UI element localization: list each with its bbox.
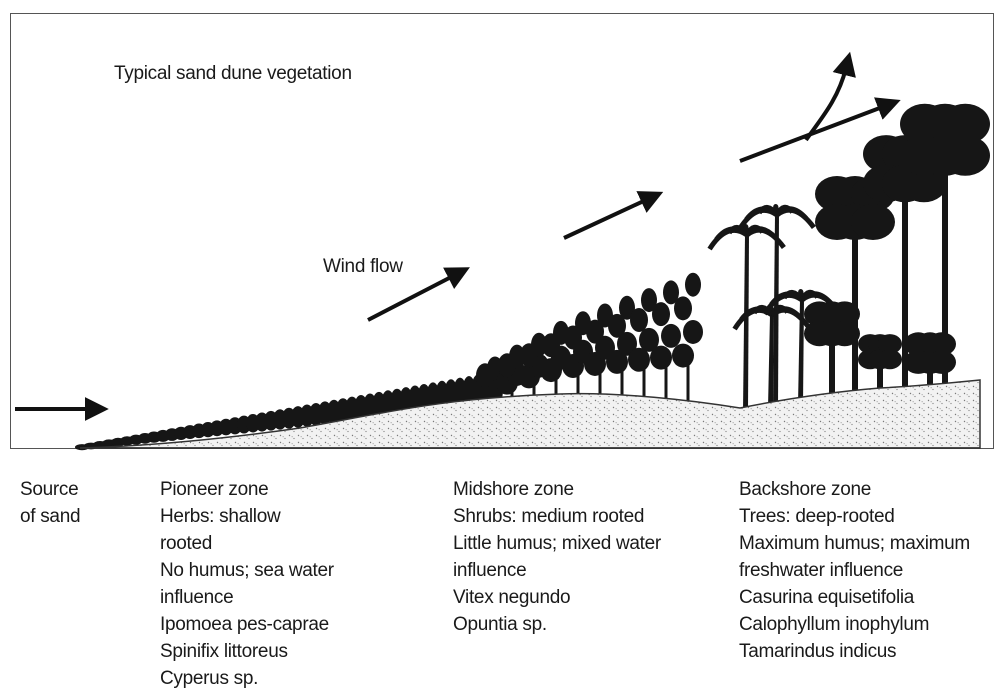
backshore-zone-heading: Backshore zone [739,476,970,503]
shrub-icon [630,308,648,332]
shrub-icon [674,296,692,320]
backshore-zone-line: Maximum humus; maximum [739,530,970,557]
tree-canopy-icon [941,135,991,176]
backshore-zone-column: Backshore zone Trees: deep-rooted Maximu… [739,476,970,665]
backshore-zone-line: freshwater influence [739,557,970,584]
shrub-icon [683,320,703,344]
pioneer-zone-column: Pioneer zone Herbs: shallow rooted No hu… [160,476,334,692]
pioneer-zone-heading: Pioneer zone [160,476,334,503]
midshore-zone-line: Little humus; mixed water [453,530,661,557]
tree-canopy-icon [829,321,860,346]
shrub-icon [661,324,681,348]
backshore-zone-species: Tamarindus indicus [739,638,970,665]
palm-frond-icon [777,210,814,227]
pioneer-zone-line: rooted [160,530,334,557]
source-line: Source [20,476,80,503]
backshore-zone-species: Casurina equisetifolia [739,584,970,611]
shrub-icon [672,344,694,368]
backshore-zone-species: Calophyllum inophylum [739,611,970,638]
pioneer-zone-species: Ipomoea pes-caprae [160,611,334,638]
sand-dune [80,380,980,448]
pioneer-zone-species: Spinifix littoreus [160,638,334,665]
midshore-zone-heading: Midshore zone [453,476,661,503]
midshore-zone-column: Midshore zone Shrubs: medium rooted Litt… [453,476,661,638]
shrub-icon [685,273,701,297]
shrub-icon [650,346,672,370]
wind-flow-label: Wind flow [323,253,403,280]
palm-trunk [743,235,749,411]
tree-canopy-icon [851,204,895,240]
diagram-title: Typical sand dune vegetation [114,60,352,87]
shrub-icon [652,302,670,326]
source-column: Source of sand [20,476,80,530]
pioneer-zone-line: No humus; sea water [160,557,334,584]
midshore-zone-line: influence [453,557,661,584]
wind-arrow-1 [368,275,455,320]
pioneer-zone-line: influence [160,584,334,611]
midshore-zone-species: Opuntia sp. [453,611,661,638]
pioneer-zone-line: Herbs: shallow [160,503,334,530]
midshore-zone-line: Shrubs: medium rooted [453,503,661,530]
source-line: of sand [20,503,80,530]
tree-canopy-icon [927,351,956,374]
pioneer-zone-species: Cyperus sp. [160,665,334,692]
backshore-zone-line: Trees: deep-rooted [739,503,970,530]
midshore-zone-species: Vitex negundo [453,584,661,611]
tree-canopy-icon [878,350,902,370]
palm-trunk [768,315,774,409]
wind-arrow-2 [564,199,648,238]
